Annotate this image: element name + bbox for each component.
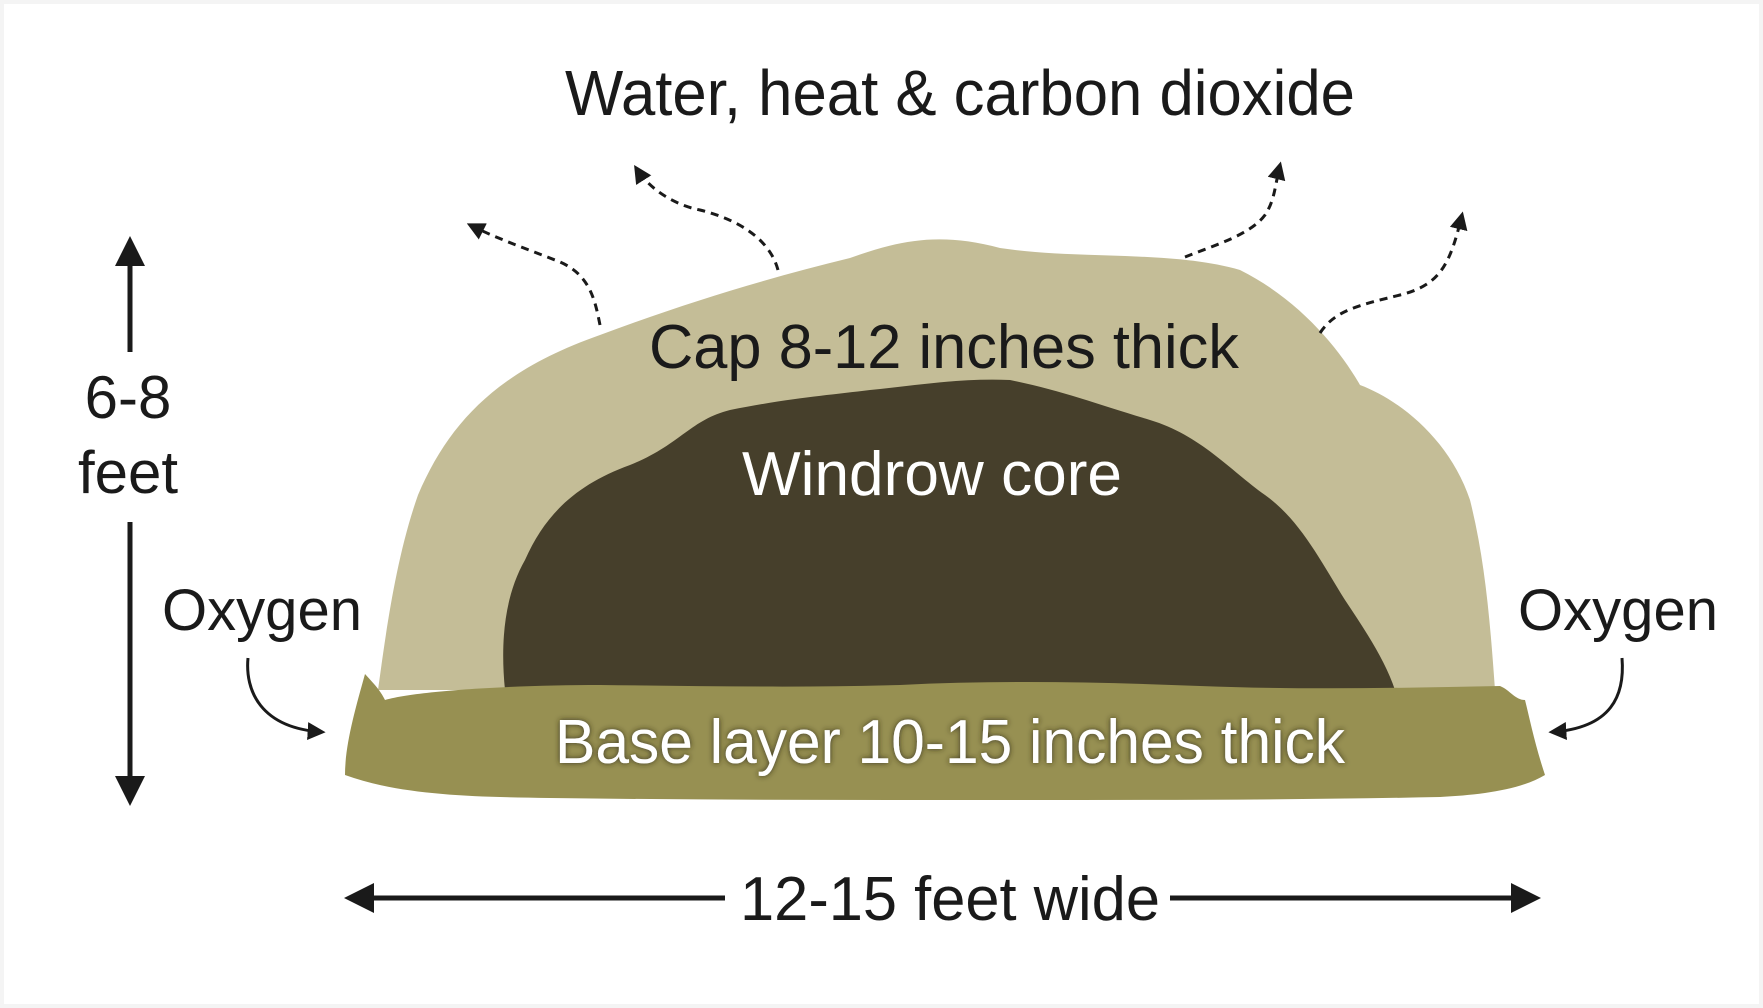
oxygen-label-left: Oxygen	[162, 578, 362, 643]
height-label-unit: feet	[78, 439, 178, 506]
vapor-arrow-3	[1184, 161, 1286, 259]
windrow-core	[503, 379, 1395, 690]
base-label: Base layer 10-15 inches thick	[555, 708, 1346, 777]
vapor-arrow-2	[634, 164, 780, 271]
vapor-arrow-1	[466, 223, 602, 326]
core-label: Windrow core	[742, 440, 1122, 509]
title-label: Water, heat & carbon dioxide	[565, 57, 1355, 129]
oxygen-label-right: Oxygen	[1518, 578, 1718, 643]
width-label: 12-15 feet wide	[740, 865, 1160, 934]
vapor-arrow-4	[1318, 211, 1468, 334]
height-label-number: 6-8	[85, 364, 172, 431]
oxygen-arrow-left	[246, 657, 326, 741]
cap-label: Cap 8-12 inches thick	[649, 313, 1240, 382]
oxygen-arrow-right	[1548, 657, 1624, 741]
base-layer	[345, 674, 1545, 800]
